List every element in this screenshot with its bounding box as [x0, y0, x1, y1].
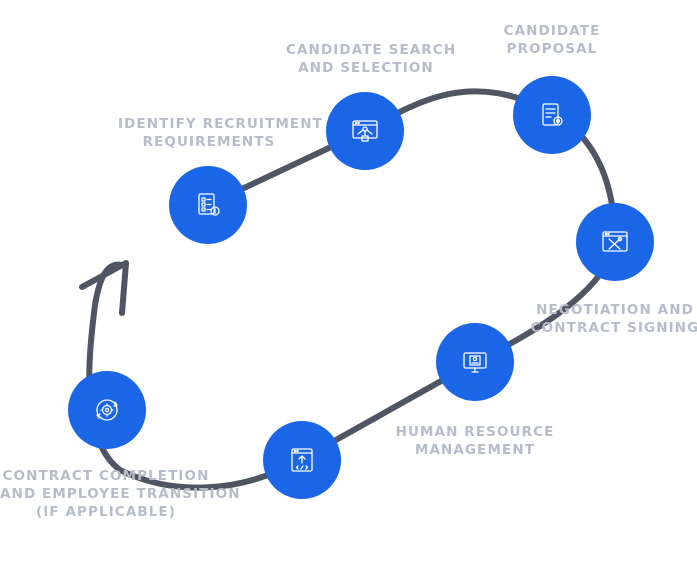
- step-upload-code[interactable]: [263, 421, 341, 499]
- step-candidate-proposal[interactable]: [513, 76, 591, 154]
- label-human-resource: HUMAN RESOURCE MANAGEMENT: [395, 424, 555, 458]
- label-candidate-proposal: CANDIDATE PROPOSAL: [503, 23, 601, 57]
- gear-cycle-icon: [96, 399, 118, 421]
- browser-tools-icon: [602, 231, 628, 252]
- step-human-resource[interactable]: [436, 323, 514, 401]
- monitor-profile-icon: [463, 352, 487, 373]
- label-negotiation-contract: NEGOTIATION AND CONTRACT SIGNING: [530, 302, 697, 336]
- browser-network-icon: [352, 120, 378, 142]
- label-candidate-search: CANDIDATE SEARCH AND SELECTION: [286, 42, 457, 76]
- browser-upload-code-icon: [291, 448, 313, 472]
- label-contract-completion: CONTRACT COMPLETION AND EMPLOYEE TRANSIT…: [0, 468, 241, 520]
- checklist-document-icon: [198, 193, 220, 216]
- label-identify-requirements: IDENTIFY RECRUITMENT REQUIREMENTS: [118, 116, 323, 150]
- step-candidate-search[interactable]: [326, 92, 404, 170]
- cycle-arrowhead: [79, 260, 129, 316]
- step-contract-completion[interactable]: [68, 371, 146, 449]
- step-identify-requirements[interactable]: [169, 166, 247, 244]
- document-gear-icon: [542, 103, 563, 126]
- step-negotiation-contract[interactable]: [576, 203, 654, 281]
